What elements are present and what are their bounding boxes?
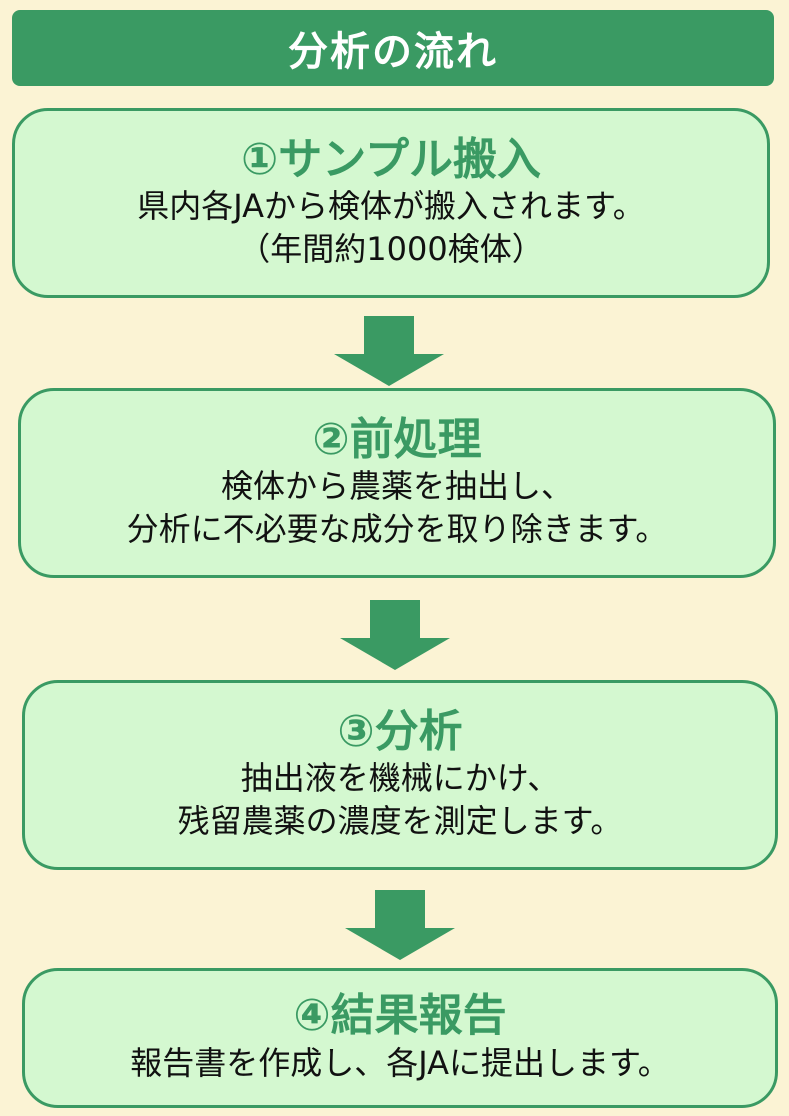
title-banner: 分析の流れ (12, 10, 774, 86)
step-result-report: ④結果報告 報告書を作成し、各JAに提出します。 (22, 968, 778, 1108)
step-title: ③分析 (337, 705, 463, 757)
step-title: ④結果報告 (293, 990, 507, 1042)
step-text: 報告書を作成し、各JAに提出します。 (130, 1043, 670, 1082)
step-analysis: ③分析 抽出液を機械にかけ、 残留農薬の濃度を測定します。 (22, 680, 778, 870)
step-sample-intake: ①サンプル搬入 県内各JAから検体が搬入されます。 （年間約1000検体） (12, 108, 770, 298)
step-preprocessing: ②前処理 検体から農薬を抽出し、 分析に不必要な成分を取り除きます。 (18, 388, 776, 578)
step-text: 県内各JAから検体が搬入されます。 (137, 187, 645, 226)
step-text: 抽出液を機械にかけ、 (240, 759, 560, 798)
step-text: 分析に不必要な成分を取り除きます。 (126, 510, 668, 549)
step-text: （年間約1000検体） (238, 230, 544, 269)
down-arrow-icon (340, 600, 450, 670)
page-title: 分析の流れ (288, 29, 498, 75)
down-arrow-icon (334, 316, 444, 386)
step-title: ②前処理 (312, 413, 482, 465)
step-text: 検体から農薬を抽出し、 (220, 467, 573, 506)
down-arrow-icon (345, 890, 455, 960)
step-title: ①サンプル搬入 (241, 133, 541, 185)
step-text: 残留農薬の濃度を測定します。 (177, 802, 623, 841)
